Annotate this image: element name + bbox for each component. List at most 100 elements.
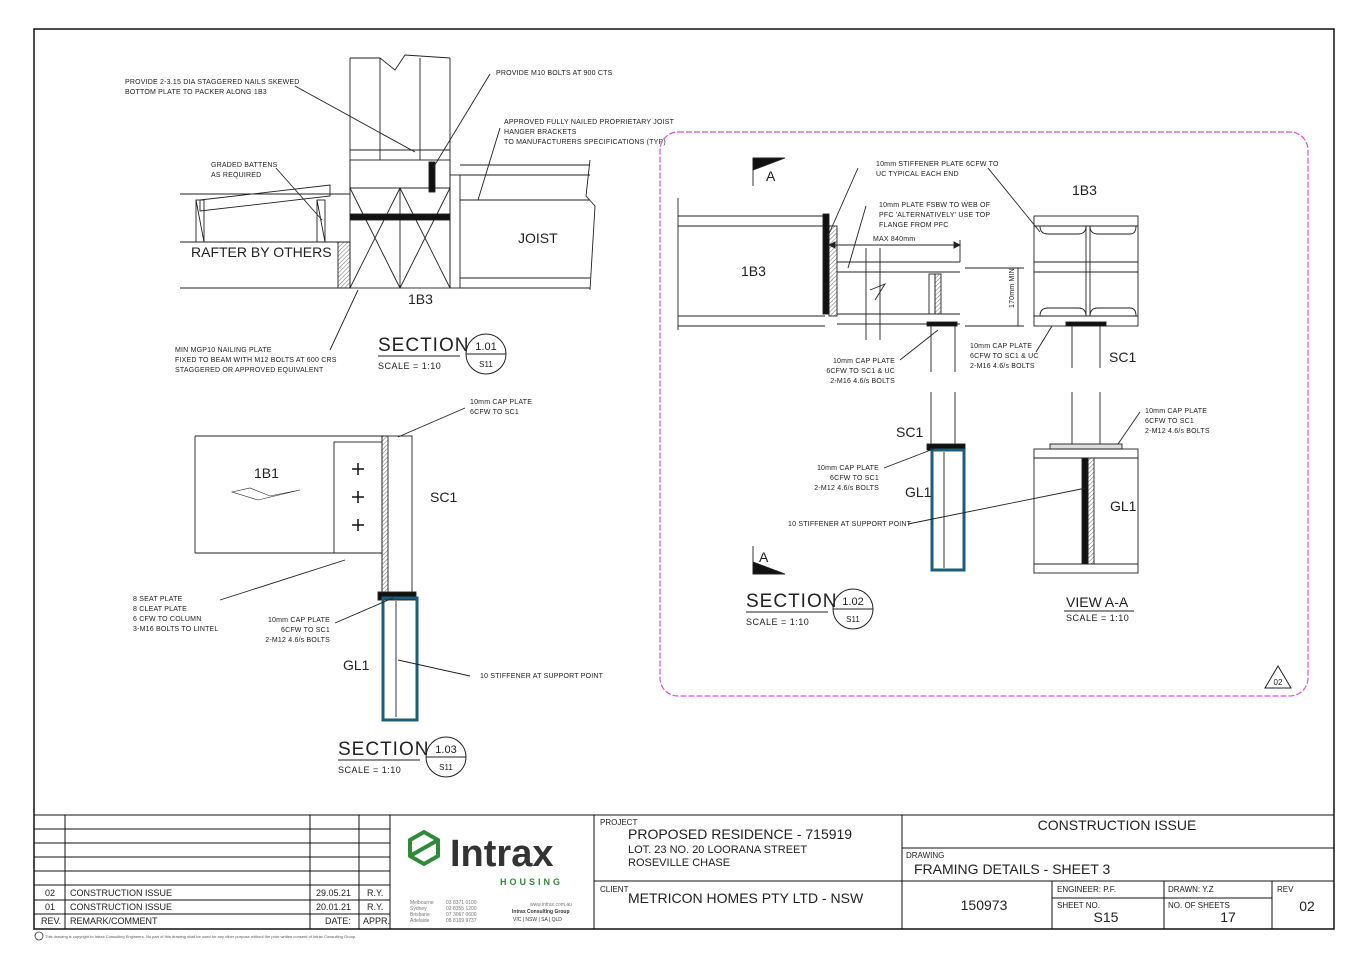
revision-cloud (659, 131, 1309, 697)
note-cap12-right-1: 10mm CAP PLATE (1145, 408, 1207, 415)
engineer: ENGINEER: P.F. (1057, 885, 1116, 894)
project-addr-2: ROSEVILLE CHASE (628, 857, 730, 869)
office-4: Adelaide (410, 918, 430, 924)
note-stiffener-102: 10 STIFFENER AT SUPPORT POINT (788, 521, 912, 528)
phone-3: 07 3067 0600 (446, 912, 477, 918)
drawing-label: DRAWING (906, 851, 944, 860)
sheet-no: S15 (1094, 909, 1119, 925)
note-seat-4: 3-M16 BOLTS TO LINTEL (133, 626, 219, 633)
rev-header-remark: REMARK/COMMENT (70, 916, 158, 926)
copyright-icon (34, 931, 44, 941)
view-aa-title: VIEW A-A (1066, 594, 1129, 610)
label-1b3-102: 1B3 (741, 263, 766, 279)
rev-value: 02 (1299, 898, 1315, 914)
note-stiffener-plate-1: 10mm STIFFENER PLATE 6CFW TO (876, 161, 999, 168)
note-hanger-2: HANGER BRACKETS (504, 129, 577, 136)
copyright-text: This drawing is copyright to Intrax Cons… (45, 934, 356, 939)
note-cap12-left-2: 6CFW TO SC1 (830, 475, 879, 482)
client-label: CLIENT (600, 885, 629, 894)
rev-label: REV (1277, 885, 1294, 894)
project-name: PROPOSED RESIDENCE - 715919 (628, 826, 852, 842)
section-103-sheet: S11 (439, 763, 453, 772)
revision-tag: 02 (1274, 678, 1283, 687)
label-sc1-103: SC1 (430, 489, 457, 505)
section-103-drawing (194, 407, 471, 722)
rev-header-date: DATE: (325, 916, 351, 926)
rev-row-2-rev: 01 (45, 902, 55, 912)
title-block (34, 814, 1334, 929)
section-102-drawing (677, 157, 1292, 689)
note-cap-103-top-1: 10mm CAP PLATE (470, 399, 532, 406)
note-stiffener-103: 10 STIFFENER AT SUPPORT POINT (480, 673, 604, 680)
rev-row-1-date: 29.05.21 (316, 888, 351, 898)
note-seat-3: 6 CFW TO COLUMN (133, 616, 201, 623)
label-1b3-aa: 1B3 (1072, 182, 1097, 198)
section-103-text: 10mm CAP PLATE 6CFW TO SC1 1B1 SC1 8 SEA… (133, 399, 604, 778)
section-103-title: SECTION (338, 739, 429, 760)
note-seat-1: 8 SEAT PLATE (133, 596, 183, 603)
section-103-scale: SCALE = 1:10 (338, 765, 401, 775)
note-seat-2: 8 CLEAT PLATE (133, 606, 187, 613)
phone-1: 03 8371 0100 (446, 900, 477, 906)
label-gl1-102: GL1 (905, 484, 932, 500)
section-102-scale: SCALE = 1:10 (746, 617, 809, 627)
project-label: PROJECT (600, 818, 637, 827)
section-101-drawing (180, 54, 596, 351)
section-102-title: SECTION (746, 591, 837, 612)
title-block-text: 02 CONSTRUCTION ISSUE 29.05.21 R.Y. 01 C… (41, 817, 1315, 926)
note-cap16-left-3: 2-M16 4.6/s BOLTS (830, 378, 895, 385)
rev-row-2-appr: R.Y. (367, 902, 383, 912)
status: CONSTRUCTION ISSUE (1038, 817, 1197, 833)
rev-row-1-rev: 02 (45, 888, 55, 898)
rev-header-rev: REV. (41, 916, 61, 926)
note-nails-1: PROVIDE 2-3.15 DIA STAGGERED NAILS SKEWE… (125, 79, 300, 86)
note-cap16-left-2: 6CFW TO SC1 & UC (826, 368, 895, 375)
rev-row-2-remark: CONSTRUCTION ISSUE (70, 902, 172, 912)
note-m10: PROVIDE M10 BOLTS AT 900 CTS (496, 70, 613, 77)
section-102-num: 1.02 (842, 596, 863, 608)
no-sheets: 17 (1220, 909, 1236, 925)
section-102-text: A A 10mm STIFFENER PLATE 6CFW TO UC TYPI… (741, 161, 1283, 687)
intrax-logo-icon (408, 829, 440, 867)
label-gl1-aa: GL1 (1110, 498, 1137, 514)
client-name: METRICON HOMES PTY LTD - NSW (628, 890, 864, 906)
note-hanger-1: APPROVED FULLY NAILED PROPRIETARY JOIST (504, 119, 675, 126)
note-hanger-3: TO MANUFACTURERS SPECIFICATIONS (TYP) (504, 139, 666, 146)
label-a-bot: A (759, 549, 769, 565)
note-stiffener-plate-2: UC TYPICAL EACH END (876, 171, 959, 178)
note-nailing-plate-2: FIXED TO BEAM WITH M12 BOLTS AT 600 CRS (175, 357, 337, 364)
office-3: Brisbane (410, 912, 430, 918)
rev-header-appr: APPR. (363, 916, 390, 926)
note-nailing-plate-1: MIN MGP10 NAILING PLATE (175, 347, 272, 354)
drawn-by: DRAWN: Y.Z (1168, 885, 1214, 894)
note-cap16-right-3: 2-M16 4.6/s BOLTS (970, 363, 1035, 370)
section-103-num: 1.03 (435, 744, 456, 756)
note-nails-2: BOTTOM PLATE TO PACKER ALONG 1B3 (125, 89, 267, 96)
drawing-name: FRAMING DETAILS - SHEET 3 (914, 861, 1111, 877)
note-max-dim: MAX 840mm (873, 236, 915, 243)
label-gl1-103: GL1 (343, 657, 370, 673)
project-addr-1: LOT. 23 NO. 20 LOORANA STREET (628, 844, 807, 856)
section-101-num: 1.01 (475, 341, 496, 353)
rev-row-1-appr: R.Y. (367, 888, 383, 898)
office-1: Melbourne (410, 900, 434, 906)
note-cap-103-bot-1: 10mm CAP PLATE (268, 617, 330, 624)
sheet-border (33, 28, 1335, 930)
office-2: Sydney (410, 906, 427, 912)
label-sc1-102-right: SC1 (1109, 349, 1136, 365)
section-101-sheet: S11 (479, 360, 493, 369)
view-aa-scale: SCALE = 1:10 (1066, 613, 1129, 623)
logo-sub: HOUSING (500, 877, 563, 887)
logo-states: VIC | NSW | SA | QLD (513, 917, 562, 923)
note-cap-103-bot-2: 6CFW TO SC1 (281, 627, 330, 634)
note-nailing-plate-3: STAGGERED OR APPROVED EQUIVALENT (175, 367, 324, 374)
logo-main: Intrax (450, 833, 553, 875)
section-101-text: PROVIDE 2-3.15 DIA STAGGERED NAILS SKEWE… (125, 70, 675, 375)
logo-web: www.intrax.com.au (530, 902, 572, 908)
note-cap16-right-1: 10mm CAP PLATE (970, 343, 1032, 350)
note-cap-103-top-2: 6CFW TO SC1 (470, 409, 519, 416)
note-cap12-left-3: 2-M12 4.6/s BOLTS (814, 485, 879, 492)
section-101-scale: SCALE = 1:10 (378, 361, 441, 371)
note-cap12-left-1: 10mm CAP PLATE (817, 465, 879, 472)
